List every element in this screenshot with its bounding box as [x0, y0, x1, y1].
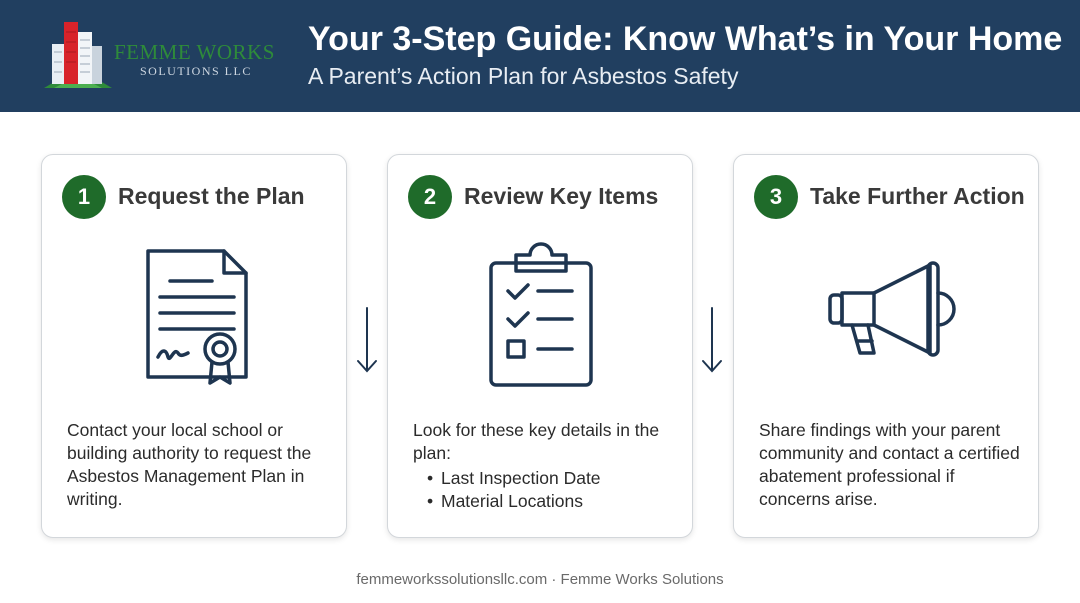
footer-credit: femmeworkssolutionsllc.com · Femme Works…: [356, 571, 724, 588]
page-title: Your 3-Step Guide: Know What’s in Your H…: [308, 20, 1063, 58]
list-item: Last Inspection Date: [413, 467, 678, 490]
step-title: Take Further Action: [810, 183, 1025, 209]
step-description: Share findings with your parent communit…: [759, 420, 1020, 509]
list-item: Material Locations: [413, 490, 678, 513]
step-card-1: 1 Request the Plan Contact your local sc…: [41, 154, 347, 538]
megaphone-icon: [734, 241, 1040, 391]
clipboard-checklist-icon: [388, 241, 694, 391]
company-logo[interactable]: FEMME WORKS SOLUTIONS LLC: [42, 16, 282, 96]
logo-company-name: FEMME WORKS: [114, 40, 275, 64]
logo-company-suffix: SOLUTIONS LLC: [140, 64, 252, 78]
arrow-down-icon: [702, 307, 722, 373]
step-description: Look for these key details in the plan: …: [413, 419, 678, 513]
step-number-badge: 2: [408, 175, 452, 219]
step-number-badge: 3: [754, 175, 798, 219]
step-title: Review Key Items: [464, 183, 659, 209]
certificate-document-icon: [42, 241, 348, 391]
key-details-list: Last Inspection Date Material Locations: [413, 467, 678, 513]
building-logo-icon: [44, 22, 112, 88]
step-number-badge: 1: [62, 175, 106, 219]
step-title: Request the Plan: [118, 183, 305, 209]
step-card-2: 2 Review Key Items Look for these key de…: [387, 154, 693, 538]
step-card-3: 3 Take Further Action Share findings wit…: [733, 154, 1039, 538]
step-description-intro: Look for these key details in the plan:: [413, 420, 660, 463]
header-banner: FEMME WORKS SOLUTIONS LLC Your 3-Step Gu…: [0, 0, 1080, 112]
step-description: Contact your local school or building au…: [67, 420, 312, 509]
page-subtitle: A Parent’s Action Plan for Asbestos Safe…: [308, 63, 739, 89]
arrow-down-icon: [357, 307, 377, 373]
